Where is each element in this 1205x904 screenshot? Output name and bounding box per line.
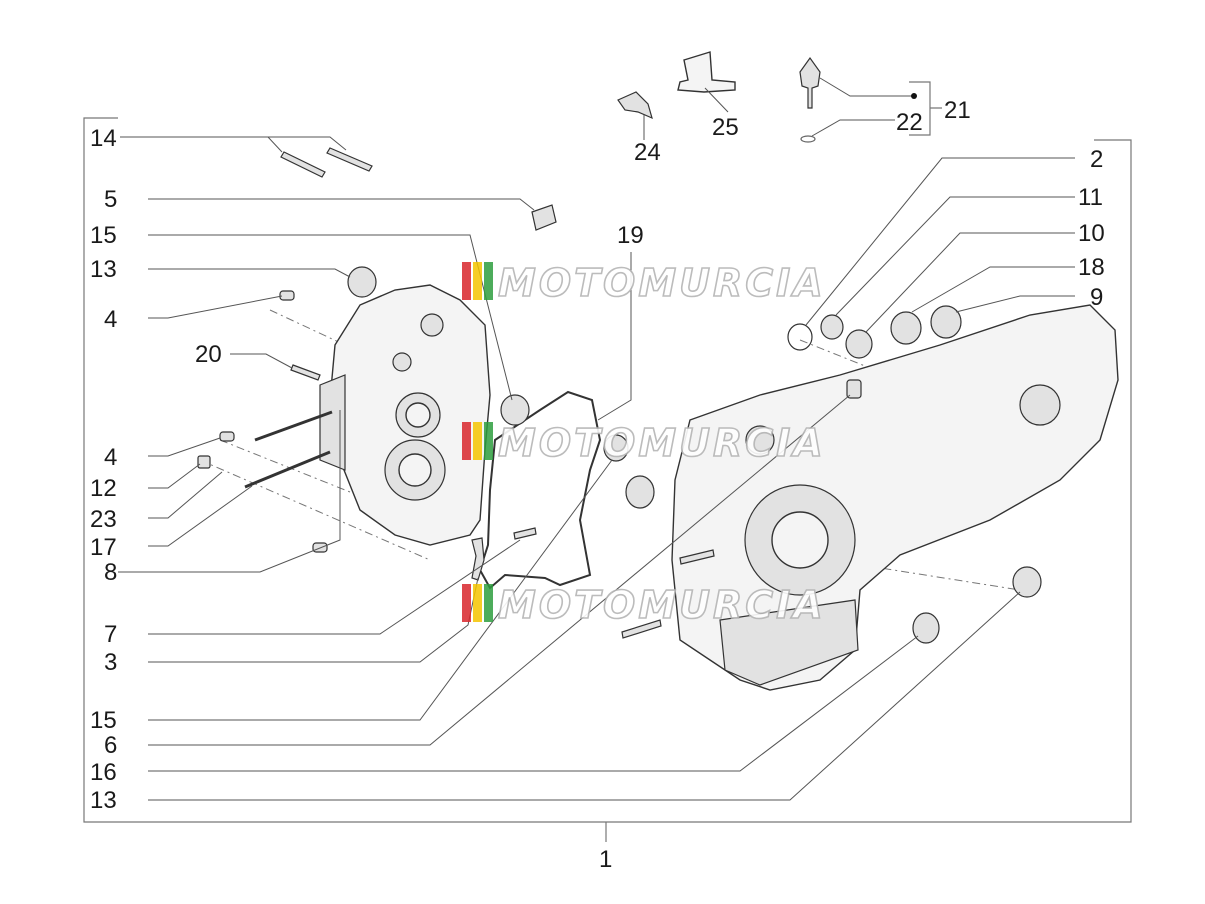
axis-line xyxy=(829,559,1021,591)
oil-seal xyxy=(500,394,530,426)
stud xyxy=(513,527,537,540)
watermark: MOTOMURCIA xyxy=(462,582,826,628)
bracket-21 xyxy=(909,81,942,136)
bearing xyxy=(890,311,922,345)
callout-24: 24 xyxy=(634,139,661,166)
callout-4: 4 xyxy=(104,444,117,471)
callout-23: 23 xyxy=(90,506,117,533)
callout-11: 11 xyxy=(1078,184,1103,211)
callout-19: 19 xyxy=(617,222,644,249)
watermark-flag-stripe xyxy=(484,422,493,460)
bracket xyxy=(677,51,736,93)
callout-25: 25 xyxy=(712,114,739,141)
callout-17: 17 xyxy=(90,534,117,561)
callout-16: 16 xyxy=(90,759,117,786)
callout-18: 18 xyxy=(1078,254,1105,281)
callout-15: 15 xyxy=(90,707,117,734)
dowel-pin xyxy=(219,431,235,442)
callout-3: 3 xyxy=(104,649,117,676)
stud-bolts xyxy=(280,147,373,178)
leader-dot xyxy=(911,93,917,99)
spacer-ring xyxy=(820,314,844,340)
callout-5: 5 xyxy=(104,186,117,213)
watermark-text: MOTOMURCIA xyxy=(498,421,826,465)
long-stud xyxy=(254,410,333,442)
callout-10: 10 xyxy=(1078,220,1105,247)
callout-2: 2 xyxy=(1090,146,1103,173)
oil-seal xyxy=(1012,566,1042,598)
watermark-flag-stripe xyxy=(473,262,482,300)
watermark-flag-stripe xyxy=(484,262,493,300)
callout-12: 12 xyxy=(90,475,117,502)
assembly-frame-right xyxy=(606,139,1132,823)
callout-7: 7 xyxy=(104,621,117,648)
watermark-flag-stripe xyxy=(462,262,471,300)
leader-lines xyxy=(118,77,1075,801)
oil-seal xyxy=(912,612,940,644)
watermark: MOTOMURCIA xyxy=(462,260,826,306)
dipstick xyxy=(799,56,821,109)
stud xyxy=(621,619,662,639)
callout-22: 22 xyxy=(896,109,923,136)
callout-4: 4 xyxy=(104,306,117,333)
bearing xyxy=(930,305,962,339)
callout-20: 20 xyxy=(195,341,222,368)
stud xyxy=(679,549,715,565)
callout-21: 21 xyxy=(944,97,971,124)
callout-9: 9 xyxy=(1090,284,1103,311)
watermark-flag-stripe xyxy=(473,422,482,460)
callout-13: 13 xyxy=(90,787,117,814)
o-ring xyxy=(800,135,816,143)
pipe-clamp xyxy=(617,91,653,120)
right-crankcase-half xyxy=(671,304,1119,691)
screw xyxy=(290,364,321,381)
watermark-flag-stripe xyxy=(473,584,482,622)
callout-15: 15 xyxy=(90,222,117,249)
watermark-text: MOTOMURCIA xyxy=(498,261,826,305)
circlip xyxy=(787,323,813,351)
dowel-pin xyxy=(279,290,295,301)
long-stud xyxy=(244,450,331,489)
callout-1: 1 xyxy=(599,846,612,873)
oil-seal xyxy=(603,434,629,462)
nut xyxy=(197,455,211,469)
bushing xyxy=(846,379,862,399)
callout-6: 6 xyxy=(104,732,117,759)
callout-8: 8 xyxy=(104,559,117,586)
callout-13: 13 xyxy=(90,256,117,283)
gasket xyxy=(478,390,602,590)
left-crankcase-half xyxy=(319,284,491,546)
seal-ring xyxy=(845,329,873,359)
assembly-frame-left xyxy=(83,117,606,823)
callout-14: 14 xyxy=(90,125,117,152)
watermark-flag-stripe xyxy=(462,584,471,622)
bearing xyxy=(625,475,655,509)
plug xyxy=(531,204,557,231)
watermark: MOTOMURCIA xyxy=(462,420,826,466)
bearing-seal xyxy=(347,266,377,298)
watermark-flag-stripe xyxy=(462,422,471,460)
watermark-flag-stripe xyxy=(484,584,493,622)
watermark-text: MOTOMURCIA xyxy=(498,583,826,627)
axis-line xyxy=(199,459,431,561)
callout-labels: 1 2 3 4 4 5 6 7 8 9 10 11 12 13 13 14 15… xyxy=(90,97,1105,873)
